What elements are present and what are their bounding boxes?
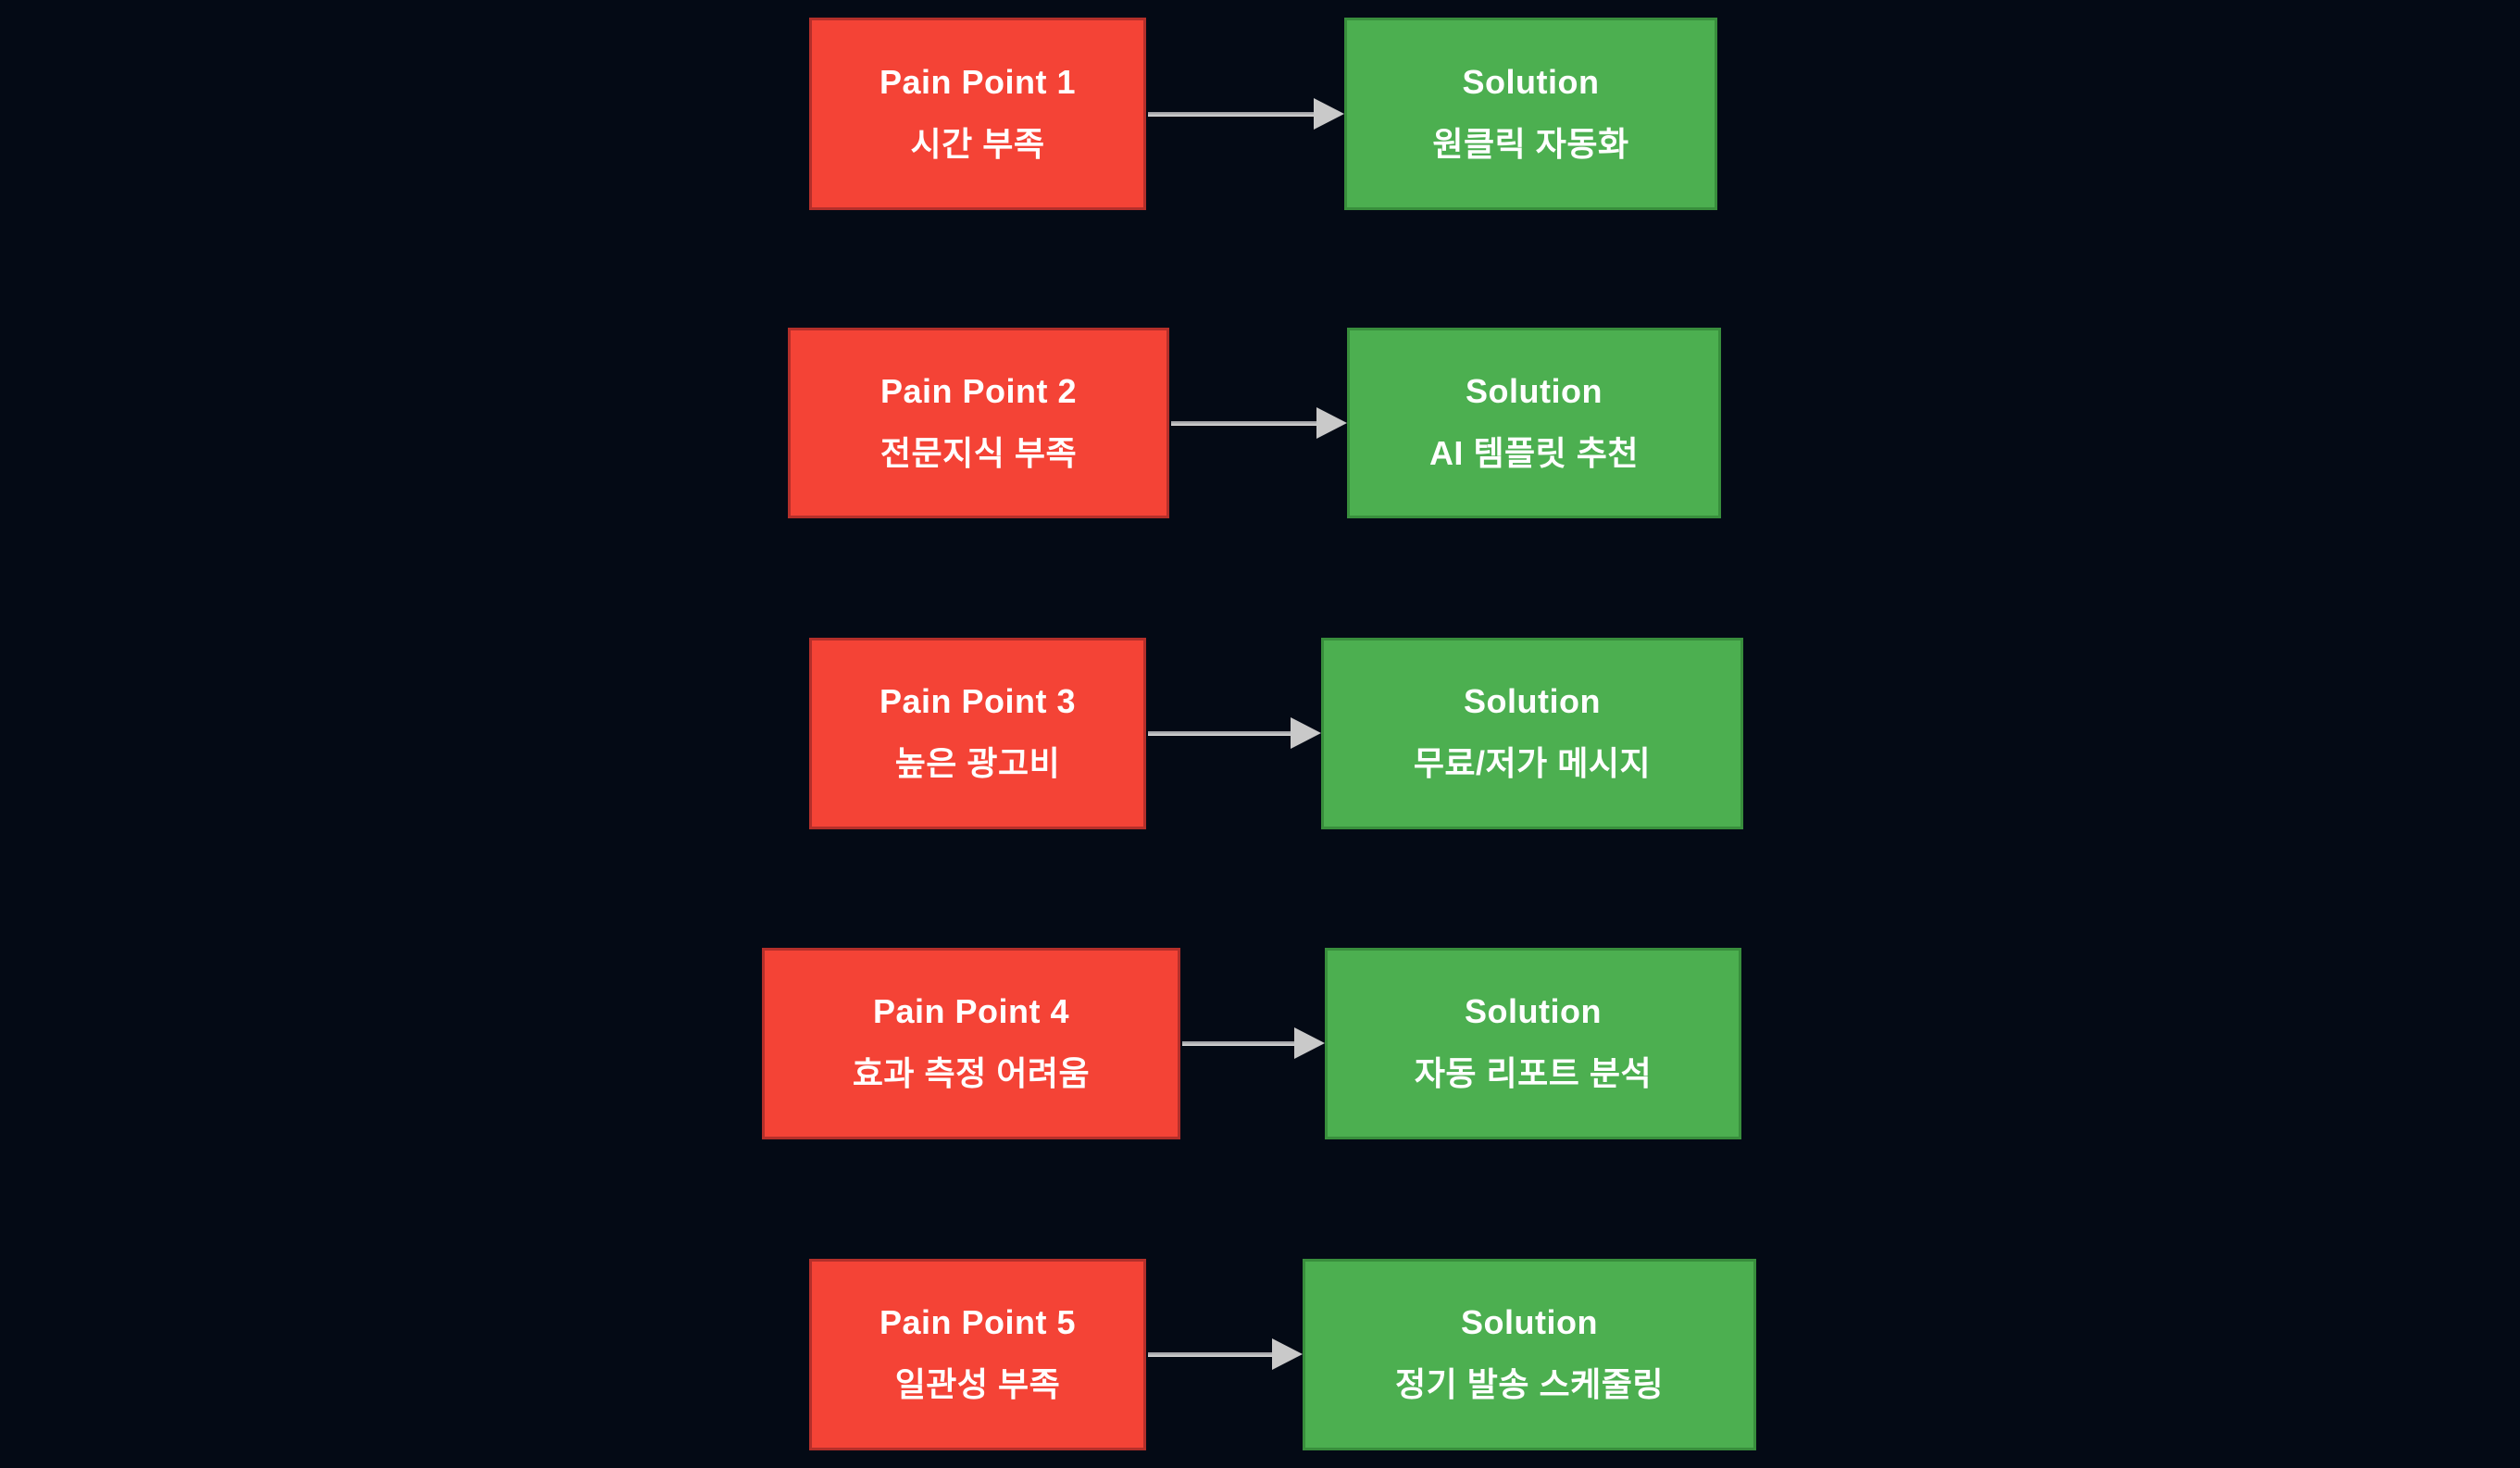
pain-point-title: Pain Point 5 — [879, 1303, 1077, 1341]
solution-box: Solution 자동 리포트 분석 — [1325, 948, 1741, 1139]
arrow-shaft — [1148, 1352, 1277, 1357]
solution-title: Solution — [1462, 62, 1600, 101]
pain-point-subtitle: 효과 측정 어려움 — [852, 1054, 1091, 1092]
solution-box: Solution AI 템플릿 추천 — [1347, 328, 1721, 518]
arrow-head-icon — [1314, 98, 1344, 130]
arrow-connector — [1148, 717, 1321, 749]
solution-subtitle: 원클릭 자동화 — [1432, 124, 1629, 163]
arrow-connector — [1171, 407, 1347, 439]
pain-point-subtitle: 높은 광고비 — [894, 744, 1061, 782]
pain-point-title: Pain Point 4 — [872, 992, 1070, 1030]
solution-title: Solution — [1464, 682, 1601, 720]
arrow-connector — [1182, 1027, 1325, 1059]
pain-point-box: Pain Point 3 높은 광고비 — [809, 638, 1146, 829]
pain-point-box: Pain Point 2 전문지식 부족 — [788, 328, 1169, 518]
arrow-shaft — [1182, 1041, 1299, 1046]
pain-point-title: Pain Point 1 — [879, 62, 1077, 101]
pain-point-subtitle: 일관성 부족 — [894, 1365, 1061, 1403]
solution-subtitle: AI 템플릿 추천 — [1428, 433, 1640, 472]
pain-point-box: Pain Point 1 시간 부족 — [809, 18, 1146, 210]
solution-box: Solution 무료/저가 메시지 — [1321, 638, 1743, 829]
solution-subtitle: 정기 발송 스케줄링 — [1395, 1365, 1664, 1403]
solution-box: Solution 정기 발송 스케줄링 — [1303, 1259, 1756, 1450]
solution-title: Solution — [1466, 371, 1603, 410]
solution-box: Solution 원클릭 자동화 — [1344, 18, 1717, 210]
arrow-head-icon — [1272, 1338, 1303, 1370]
solution-subtitle: 무료/저가 메시지 — [1413, 744, 1652, 782]
solution-title: Solution — [1465, 992, 1602, 1030]
arrow-head-icon — [1316, 407, 1347, 439]
pain-point-box: Pain Point 4 효과 측정 어려움 — [762, 948, 1180, 1139]
pain-point-subtitle: 시간 부족 — [910, 124, 1045, 163]
arrow-shaft — [1148, 112, 1318, 117]
arrow-head-icon — [1294, 1027, 1325, 1059]
arrow-shaft — [1148, 731, 1295, 736]
arrow-shaft — [1171, 421, 1321, 426]
arrow-connector — [1148, 98, 1344, 130]
pain-point-subtitle: 전문지식 부족 — [880, 433, 1078, 472]
pain-point-box: Pain Point 5 일관성 부족 — [809, 1259, 1146, 1450]
pain-point-title: Pain Point 2 — [880, 371, 1078, 410]
arrow-connector — [1148, 1338, 1303, 1370]
solution-title: Solution — [1461, 1303, 1598, 1341]
solution-subtitle: 자동 리포트 분석 — [1414, 1054, 1653, 1092]
arrow-head-icon — [1291, 717, 1321, 749]
pain-point-title: Pain Point 3 — [879, 682, 1077, 720]
